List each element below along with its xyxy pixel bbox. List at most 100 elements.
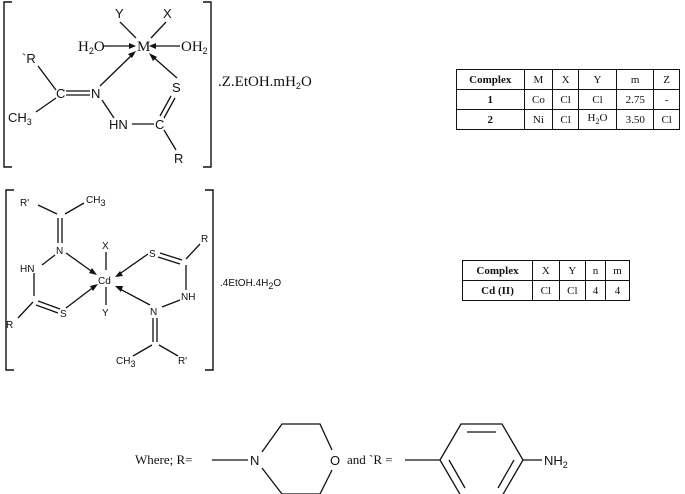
bond-C-S-2 <box>159 95 172 117</box>
table-header: X <box>552 69 579 90</box>
atom-C2: C <box>155 117 164 132</box>
bond-C-R-right <box>185 243 201 260</box>
table-cell: 2.75 <box>616 89 655 110</box>
atom-S: S <box>172 80 181 95</box>
table-cell: Cl <box>653 109 680 130</box>
bond-C-Rp-bottom <box>158 344 179 357</box>
bond-NH-N-right <box>161 299 181 308</box>
left-bracket-1 <box>3 1 12 168</box>
bond-C-S-left-1 <box>37 300 61 310</box>
table-header: n <box>585 260 606 281</box>
table-cell: Cl <box>552 109 579 130</box>
atom-M: M <box>137 39 150 55</box>
bond-S-C-right-1 <box>159 252 183 261</box>
phenyl-ring <box>439 423 524 494</box>
left-bracket-2 <box>5 189 14 371</box>
bond-N-Cd <box>65 252 95 274</box>
morpholine-ring-bottom <box>261 467 333 494</box>
table-header: Z <box>653 69 680 90</box>
atom-S-right: S <box>149 249 156 260</box>
table-header-row: Complex X Y n m <box>461 260 631 281</box>
bond-N-Cd-right <box>117 287 151 306</box>
atom-CH3-bottom: CH3 <box>116 356 135 369</box>
bond-Rp-C-top <box>37 204 58 215</box>
atom-Y: Y <box>115 6 124 21</box>
table-header: m <box>604 260 631 281</box>
bond-C-S-left-2 <box>35 304 59 314</box>
substituent-legend: Where; R= N O and `R = NH2 <box>135 423 568 494</box>
atom-CH3-top: CH3 <box>86 195 105 208</box>
right-bracket-1 <box>203 1 212 168</box>
bond-C-R <box>163 129 177 151</box>
table-cell: 3.50 <box>616 109 655 130</box>
atom-NH-right: NH <box>181 292 195 303</box>
bond-R-C <box>37 65 57 91</box>
morpholine-O: O <box>330 453 340 468</box>
table-cell: Ni <box>523 109 554 130</box>
bond-C-CH3-bottom <box>132 344 153 357</box>
table-cell: 1 <box>456 89 525 110</box>
table-row: 2 Ni Cl H2O 3.50 Cl <box>456 109 680 130</box>
bond-C-R-left <box>17 301 34 319</box>
table-row: Cd (II) Cl Cl 4 4 <box>461 280 631 301</box>
atom-R-prime: `R <box>22 51 36 66</box>
table-row: 1 Co Cl Cl 2.75 - <box>456 89 680 110</box>
table-cell: Cl <box>577 89 618 110</box>
atom-X: X <box>163 6 172 21</box>
table-cell: Cl <box>558 280 587 301</box>
atom-Rp-top: R' <box>20 198 29 209</box>
right-bracket-2 <box>205 189 214 371</box>
bond-S-Cd-left <box>65 285 96 309</box>
table-cell: 4 <box>604 280 631 301</box>
table-cell: 2 <box>456 109 525 130</box>
atom-R-left: R <box>6 320 13 331</box>
complex-structure-2: R' CH3 N HN R S X Cd Y S R NH N CH3 R' .… <box>5 189 281 371</box>
atom-S-left: S <box>60 309 67 320</box>
bond-CH3-C <box>35 97 57 113</box>
atom-C1: C <box>56 86 65 101</box>
table-cell: Co <box>523 89 554 110</box>
bond-X-M <box>150 21 167 39</box>
atom-CH3: CH3 <box>8 110 32 127</box>
and-R-label: and `R = <box>347 452 393 467</box>
table-header: X <box>532 260 560 281</box>
formula-suffix-2: .4EtOH.4H2O <box>220 278 281 291</box>
formula-suffix-1: .Z.EtOH.mH2O <box>218 74 312 91</box>
atom-R: R <box>174 151 183 166</box>
atom-N-left: N <box>56 246 63 257</box>
bond-N-HN <box>101 99 115 119</box>
water-right: OH2 <box>181 39 208 56</box>
bond-N-HN-left <box>41 254 56 266</box>
morpholine-N: N <box>250 453 259 468</box>
table-header: Complex <box>461 260 534 281</box>
bond-S-C-right-2 <box>157 256 181 265</box>
bond-N-M <box>99 52 135 87</box>
table-cell: Cl <box>552 89 579 110</box>
water-left: H2O <box>78 39 105 56</box>
complex-table-1: Complex M X Y m Z 1 Co Cl Cl 2.75 - 2 Ni… <box>456 69 680 130</box>
atom-R-right: R <box>201 234 208 245</box>
atom-Cd: Cd <box>98 276 111 287</box>
atom-HN-left: HN <box>20 264 34 275</box>
atom-Rp-bottom: R' <box>178 356 187 367</box>
atom-N1: N <box>91 86 100 101</box>
complex-table-2: Complex X Y n m Cd (II) Cl Cl 4 4 <box>461 260 631 301</box>
atom-Y-cd: Y <box>102 308 109 319</box>
table-header: Y <box>577 69 618 90</box>
atom-X-cd: X <box>102 241 109 252</box>
morpholine-ring-top <box>261 423 333 453</box>
bond-C-S-1 <box>163 97 176 119</box>
table-cell: Cd (II) <box>461 280 534 301</box>
bond-C-CH3-top <box>64 202 85 215</box>
bond-Y-M <box>119 21 137 39</box>
complex-structure-1: Y X M H2O OH2 `R CH3 C N HN C S R .Z.EtO… <box>3 1 312 168</box>
table-header: Y <box>558 260 587 281</box>
bond-S-M <box>151 55 178 79</box>
table-header-row: Complex M X Y m Z <box>456 69 680 90</box>
table-cell: - <box>653 89 680 110</box>
table-cell: Cl <box>532 280 560 301</box>
where-label: Where; R= <box>135 452 193 467</box>
atom-N-right: N <box>150 307 157 318</box>
bond-S-Cd-right <box>117 253 149 276</box>
